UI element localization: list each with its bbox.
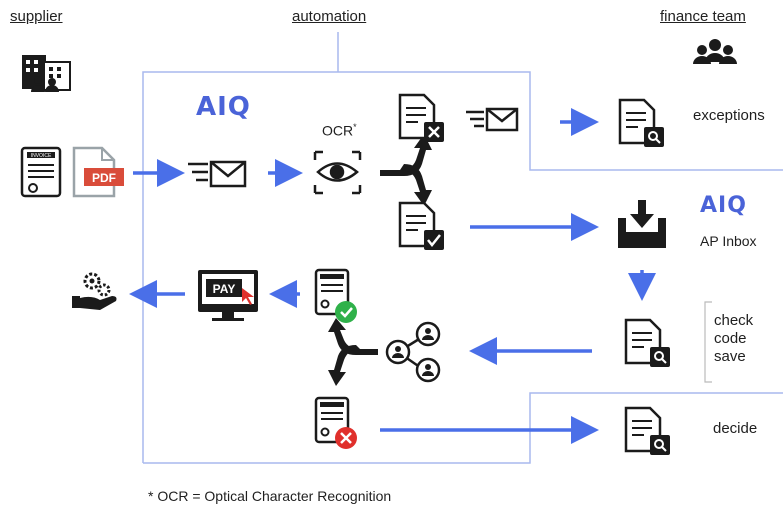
exceptions-label: exceptions	[693, 107, 765, 124]
document-search-icon	[624, 406, 670, 455]
bracket	[704, 301, 712, 383]
document-reject-icon	[398, 93, 444, 142]
team-icon	[693, 39, 737, 64]
people-network-icon	[385, 321, 441, 383]
document-approve-icon	[398, 201, 444, 250]
hand-gears-icon	[72, 272, 117, 310]
email-icon	[188, 160, 247, 188]
flow-arrows	[129, 108, 656, 444]
aiq-logo-inbox: AIQ	[700, 193, 747, 218]
decide-label: decide	[713, 420, 758, 437]
ocr-label: OCR*	[322, 122, 357, 139]
header-finance-team: finance team	[660, 8, 746, 25]
aiq-logo-text: AIQ	[700, 193, 747, 218]
split-arrow-icon	[380, 134, 432, 206]
pdf-file-icon	[72, 146, 124, 198]
footnote: * OCR = Optical Character Recognition	[148, 488, 392, 504]
check-label: check	[714, 312, 754, 329]
aiq-logo-top: AIQ	[196, 92, 251, 122]
pay-label: PAY	[213, 282, 236, 296]
ocr-footnote-mark: *	[353, 122, 357, 132]
code-label: code	[714, 330, 747, 347]
pdf-label: PDF	[92, 171, 116, 185]
header-automation: automation	[292, 8, 367, 25]
inbox-icon	[618, 200, 666, 248]
invoice-rejected-icon	[314, 396, 357, 449]
document-search-icon	[624, 318, 670, 367]
split-arrow-icon	[328, 318, 378, 386]
invoice-label: INVOICE	[31, 153, 52, 159]
building-icon	[22, 55, 71, 92]
aiq-logo-text: AIQ	[196, 92, 251, 122]
automation-frame	[142, 32, 783, 464]
pay-screen-icon	[198, 270, 258, 321]
invoice-approved-icon	[314, 268, 357, 323]
ocr-text: OCR	[322, 122, 354, 139]
document-search-icon	[618, 98, 664, 147]
header-supplier: supplier	[10, 8, 63, 25]
save-label: save	[714, 348, 746, 365]
ap-inbox-label: AP Inbox	[700, 233, 757, 249]
eye-icon	[313, 150, 362, 195]
email-exceptions-icon	[466, 107, 519, 132]
invoice-icon	[20, 146, 62, 198]
